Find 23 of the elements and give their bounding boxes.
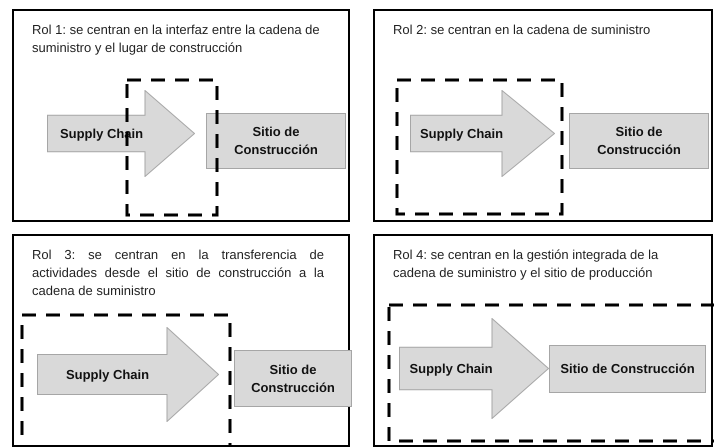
- block-arrow: [410, 90, 555, 177]
- block-arrow: [399, 318, 549, 419]
- box-label: Sitio de Construcción: [560, 360, 695, 378]
- panel-heading: Rol 1: se centran en la interfaz entre la cadena de suministro y el lugar de construcción: [32, 21, 321, 57]
- role-panel: [12, 234, 350, 447]
- role-panel: [373, 234, 713, 447]
- site-box: [569, 113, 709, 169]
- arrow-label: Supply Chain: [410, 360, 493, 378]
- arrow-label: Supply Chain: [420, 124, 504, 143]
- arrow-label: Supply Chain: [66, 366, 150, 384]
- role-panel: [12, 9, 350, 222]
- site-box: [234, 350, 352, 407]
- block-arrow: [47, 90, 195, 177]
- panel-heading: Rol 4: se centran en la gestión integrada de la cadena de suministro y el sitio de producción: [393, 246, 660, 282]
- block-arrow: [37, 327, 219, 422]
- panel-heading: Rol 2: se centran en la cadena de suministro: [393, 21, 652, 39]
- box-label: Sitio de Construcción: [250, 360, 336, 396]
- site-box: [549, 345, 706, 393]
- box-label: Sitio de Construcción: [233, 123, 319, 159]
- role-panel: [373, 9, 713, 222]
- site-box: [206, 113, 346, 169]
- box-label: Sitio de Construcción: [596, 123, 682, 159]
- panel-heading: Rol 3: se centran en la transferencia de actividades desde el sitio de construcción a la cadena de suministro: [32, 246, 324, 300]
